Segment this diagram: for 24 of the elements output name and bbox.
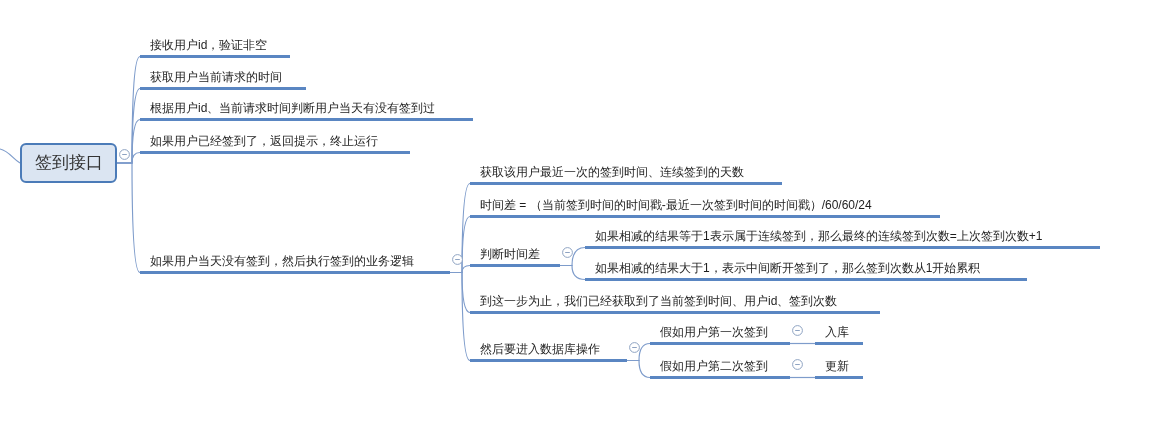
branch-line: [559, 264, 586, 281]
branch-line: [449, 271, 471, 362]
subtopic-label: 到这一步为止，我们已经获取到了当前签到时间、用户id、签到次数: [470, 292, 880, 314]
branch-line: [789, 376, 816, 379]
branch-line: [789, 342, 816, 345]
branch-line: [0, 148, 21, 164]
subtopic-label: 如果用户已经签到了，返回提示，终止运行: [140, 132, 410, 154]
subtopic-label: 获取用户当前请求的时间: [140, 68, 306, 90]
subtopic-label: 获取该用户最近一次的签到时间、连续签到的天数: [470, 163, 782, 185]
subtopic-label: 根据用户id、当前请求时间判断用户当天有没有签到过: [140, 99, 473, 121]
subtopic-label: 入库: [815, 323, 863, 345]
subtopic-label: 如果用户当天没有签到，然后执行签到的业务逻辑: [140, 252, 450, 274]
branch-line: [626, 359, 651, 379]
central-topic-box: 签到接口: [20, 143, 117, 183]
subtopic-label: 接收用户id，验证非空: [140, 36, 290, 58]
subtopic-label: 如果相减的结果等于1表示属于连续签到，那么最终的连续签到次数=上次签到次数+1: [585, 227, 1100, 249]
subtopic-label: 判断时间差: [470, 245, 560, 267]
subtopic-label: 如果相减的结果大于1，表示中间断开签到了，那么签到次数从1开始累积: [585, 259, 1027, 281]
branch-line: [116, 162, 141, 274]
subtopic-label: 假如用户第二次签到: [650, 357, 790, 379]
subtopic-label: 假如用户第一次签到: [650, 323, 790, 345]
subtopic-label: 然后要进入数据库操作: [470, 340, 627, 362]
subtopic-label: 更新: [815, 357, 863, 379]
subtopic-label: 时间差 = （当前签到时间的时间戳-最近一次签到时间的时间戳）/60/60/24: [470, 196, 940, 218]
